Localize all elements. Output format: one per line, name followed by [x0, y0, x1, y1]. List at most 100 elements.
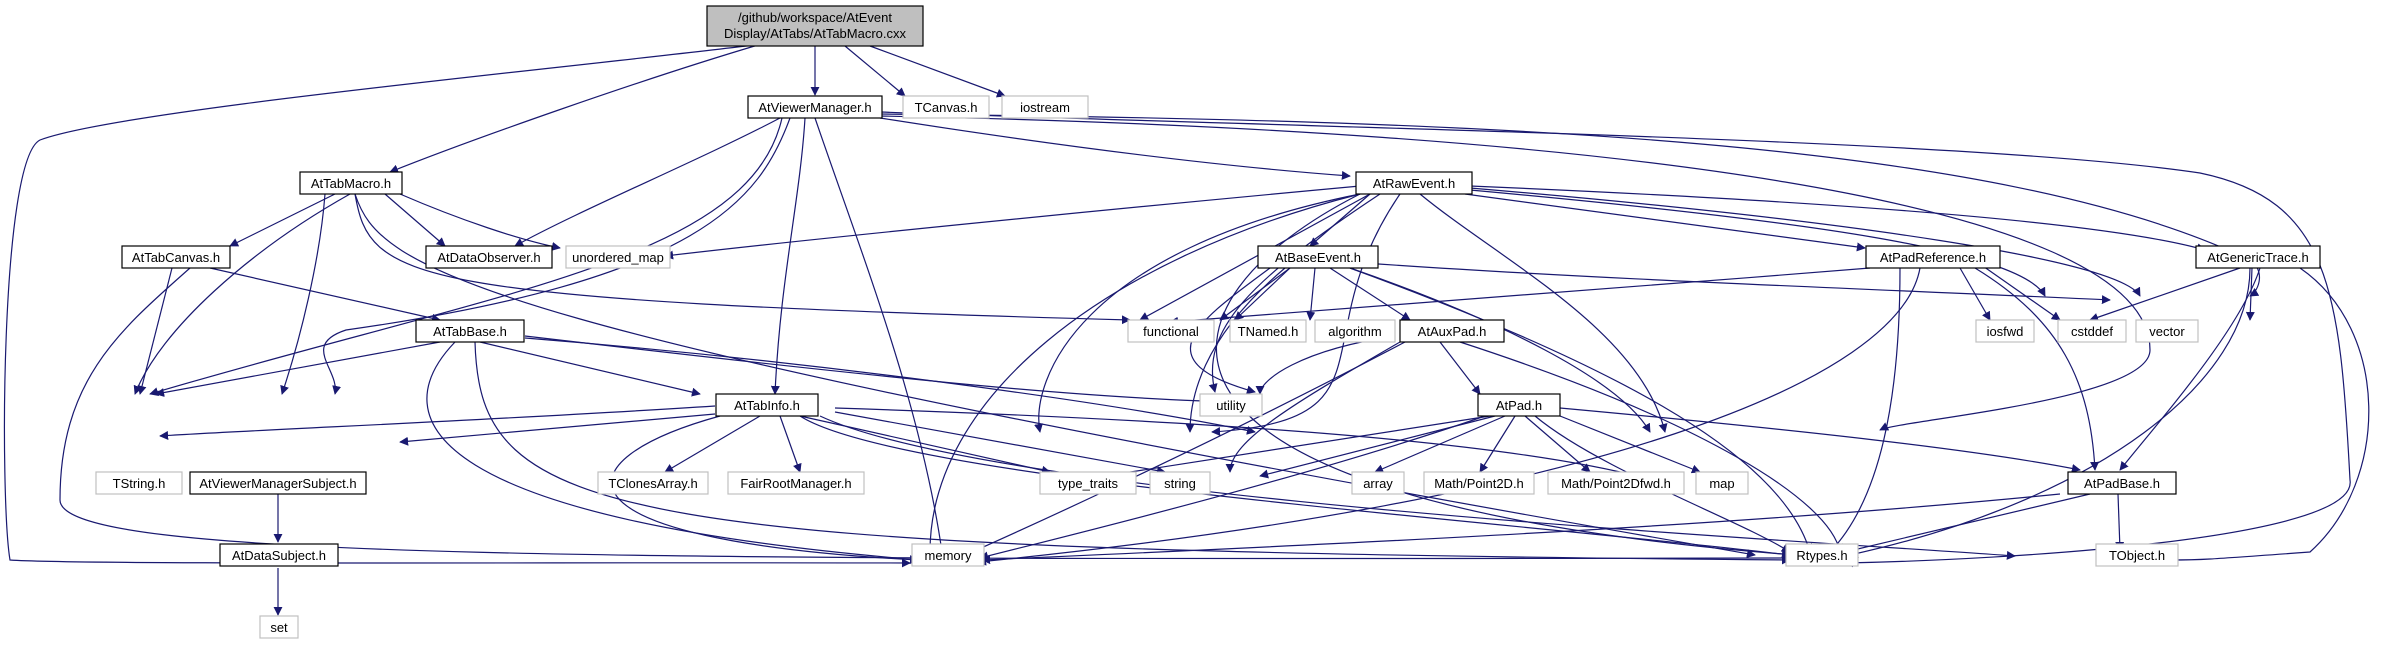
edge-padref-padbase — [1974, 267, 2100, 471]
node-attabcanvas-h[interactable]: AtTabCanvas.h — [121, 245, 231, 269]
edge-tb-rtypes — [474, 341, 1791, 565]
edge-ti-tstring — [159, 405, 716, 440]
node-label: TString.h — [113, 476, 166, 491]
node-label: AtDataSubject.h — [232, 548, 326, 563]
edge-base-map — [1349, 267, 1651, 433]
edge-padref-memory — [977, 267, 1921, 566]
node-atauxpad-h[interactable]: AtAuxPad.h — [1399, 319, 1505, 343]
edge-raw-utility — [1208, 193, 1381, 393]
edge-root-iostream — [869, 45, 1006, 98]
edge-ti-memory — [611, 415, 919, 565]
node-atbaseevent-h[interactable]: AtBaseEvent.h — [1257, 245, 1379, 269]
node-memory: memory — [911, 543, 985, 567]
node-type-traits: type_traits — [1039, 471, 1137, 495]
edge-base-string — [1185, 267, 1286, 433]
node-atpad-h[interactable]: AtPad.h — [1477, 393, 1561, 417]
edge-tb-utility — [524, 335, 1246, 407]
node-label: iosfwd — [1987, 324, 2024, 339]
node-attabbase-h[interactable]: AtTabBase.h — [415, 319, 525, 343]
node-label: functional — [1143, 324, 1199, 339]
edge-raw-vector — [1469, 187, 2141, 297]
edge-aux-memory — [964, 341, 1406, 556]
node-tcanvas-h: TCanvas.h — [902, 95, 990, 119]
node-label: vector — [2149, 324, 2185, 339]
edge-vm-map — [879, 115, 2151, 431]
node-label: AtTabBase.h — [433, 324, 507, 339]
edge-tm-vmsubject — [280, 193, 326, 395]
edge-raw-padreference — [1464, 193, 1866, 252]
node-tclonesarray-h: TClonesArray.h — [597, 471, 709, 495]
edge-base-tnamed — [1234, 267, 1291, 321]
node-atgenerictrace-h[interactable]: AtGenericTrace.h — [2195, 245, 2321, 269]
node-label: TCanvas.h — [915, 100, 978, 115]
node-label: AtViewerManager.h — [758, 100, 871, 115]
edge-ti-map — [834, 407, 1646, 481]
edge-ti-tobject — [819, 415, 2016, 560]
edge-aux-utility — [1255, 335, 1396, 395]
edge-pad-map — [1554, 413, 1701, 474]
edge-vm-tstring — [149, 117, 783, 397]
edge-pad-point2d — [1479, 415, 1516, 473]
node-array: array — [1351, 471, 1405, 495]
edge-gt-rtypes — [1849, 267, 2251, 558]
edge-tm-tabcanvas — [229, 193, 336, 247]
node-tnamed-h: TNamed.h — [1229, 319, 1307, 343]
root-file-label-line2: Display/AtTabs/AtTabMacro.cxx — [724, 26, 907, 41]
node-attabinfo-h[interactable]: AtTabInfo.h — [715, 393, 819, 417]
edge-gt-vector — [2245, 267, 2255, 321]
edge-pb-memory — [981, 493, 2061, 565]
node-label: cstddef — [2071, 324, 2113, 339]
node-atpadreference-h[interactable]: AtPadReference.h — [1865, 245, 2001, 269]
node-label: AtViewerManagerSubject.h — [199, 476, 356, 491]
node-label: AtPadReference.h — [1880, 250, 1986, 265]
edge-root-tcanvas — [844, 45, 906, 97]
edge-pad-padbase — [1559, 407, 2081, 473]
node-label: map — [1709, 476, 1734, 491]
node-tobject-h: TObject.h — [2095, 543, 2179, 567]
edge-padref-functional — [1169, 267, 1871, 326]
node-label: AtTabMacro.h — [311, 176, 391, 191]
node-set: set — [259, 615, 299, 639]
node-label: AtBaseEvent.h — [1275, 250, 1361, 265]
node-iostream: iostream — [1001, 95, 1089, 119]
edge-aux-rtypes — [1459, 341, 1843, 553]
node-atdatasubject-h[interactable]: AtDataSubject.h — [219, 543, 339, 567]
node-atrawevent-h[interactable]: AtRawEvent.h — [1355, 171, 1473, 195]
node-atdataobserver-h[interactable]: AtDataObserver.h — [425, 245, 553, 269]
edge-vm-tabinfo — [770, 117, 806, 395]
edge-raw-generictrace — [1469, 185, 2206, 253]
edge-tb-string — [524, 337, 1256, 435]
node-label: TObject.h — [2109, 548, 2165, 563]
edge-tm-tstring — [133, 193, 351, 395]
node-label: TClonesArray.h — [608, 476, 697, 491]
node-atviewermanager-h[interactable]: AtViewerManager.h — [747, 95, 883, 119]
node-label: Rtypes.h — [1796, 548, 1847, 563]
node-label: set — [270, 620, 288, 635]
edge-padref-cstddef — [1979, 263, 2061, 321]
edge-ti-string — [834, 411, 1166, 475]
edge-vm-vmsubject — [323, 117, 791, 395]
node-label: type_traits — [1058, 476, 1118, 491]
root-file-label-line1: /github/workspace/AtEvent — [738, 10, 892, 25]
edge-raw-map — [1419, 193, 1668, 433]
node-label: utility — [1216, 398, 1246, 413]
node-label: unordered_map — [572, 250, 664, 265]
edge-base-auxpad — [1329, 267, 1411, 321]
root-file-node[interactable]: /github/workspace/AtEvent Display/AtTabs… — [706, 5, 924, 47]
node-attabmacro-h[interactable]: AtTabMacro.h — [299, 171, 403, 195]
node-label: AtPad.h — [1496, 398, 1542, 413]
node-string: string — [1149, 471, 1211, 495]
edge-vm-rawevent — [879, 117, 1351, 180]
node-atpadbase-h[interactable]: AtPadBase.h — [2067, 471, 2177, 495]
edge-root-attabmacro — [389, 44, 759, 174]
node-atviewermanagersubject-h[interactable]: AtViewerManagerSubject.h — [189, 471, 367, 495]
node-label: AtPadBase.h — [2084, 476, 2160, 491]
edge-tc-tabbase — [209, 267, 441, 323]
node-math-point2d-h: Math/Point2D.h — [1423, 471, 1535, 495]
edge-tm-unorderedmap — [399, 193, 561, 251]
edge-vm-rtypes — [879, 111, 2351, 568]
edge-gt-tobject — [2169, 267, 2370, 565]
node-algorithm: algorithm — [1314, 319, 1396, 343]
node-label: FairRootManager.h — [740, 476, 851, 491]
edge-tm-rtypes — [354, 193, 1756, 559]
